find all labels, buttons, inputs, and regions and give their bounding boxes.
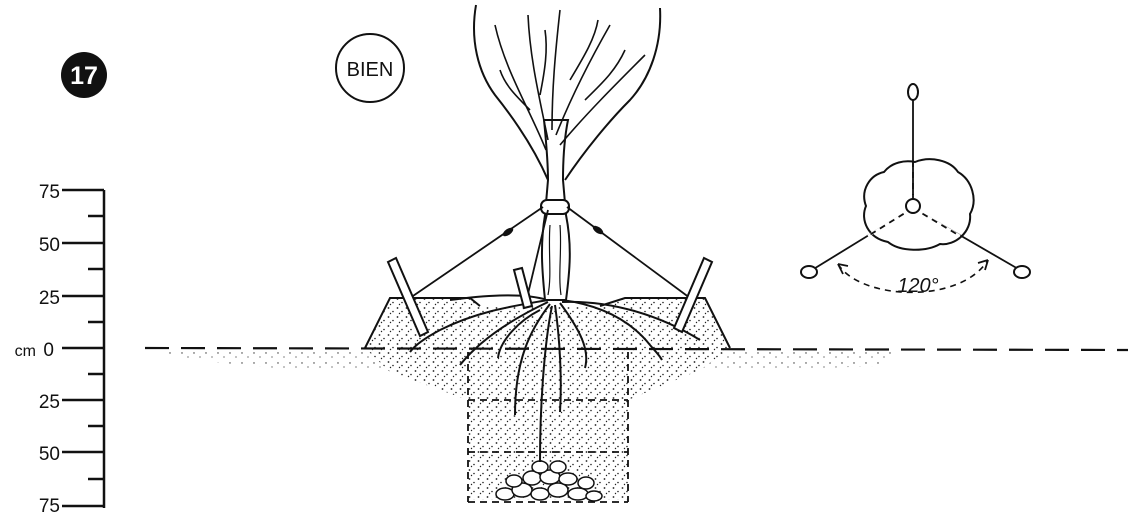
- figure-number: 17: [70, 62, 98, 90]
- top-view-stake-right: [1014, 266, 1030, 278]
- scale-unit-label: cm: [15, 343, 36, 360]
- angle-label: 120°: [897, 275, 938, 297]
- scale-tick-25-below: 25: [39, 392, 60, 413]
- scale-tick-25-above: 25: [39, 288, 60, 309]
- scale-tick-50-below: 50: [39, 444, 60, 465]
- scale-tick-75-above: 75: [39, 182, 60, 203]
- top-view-trunk: [906, 199, 920, 213]
- correct-stamp: BIEN: [336, 34, 404, 102]
- scale-tick-75-below: 75: [39, 496, 60, 516]
- top-view-stake-north: [908, 84, 918, 100]
- tree-branches: [495, 10, 645, 150]
- top-view-inset: 120°: [801, 84, 1030, 297]
- scale-tick-50-above: 50: [39, 235, 60, 256]
- figure-number-badge: 17: [61, 52, 107, 98]
- depth-ruler: [62, 190, 104, 508]
- tree-tie-collar: [541, 200, 569, 214]
- correct-stamp-label: BIEN: [347, 59, 394, 81]
- tree-canopy-outline: [474, 5, 660, 180]
- scale-tick-zero: 0: [43, 340, 54, 361]
- top-view-stake-left: [801, 266, 817, 278]
